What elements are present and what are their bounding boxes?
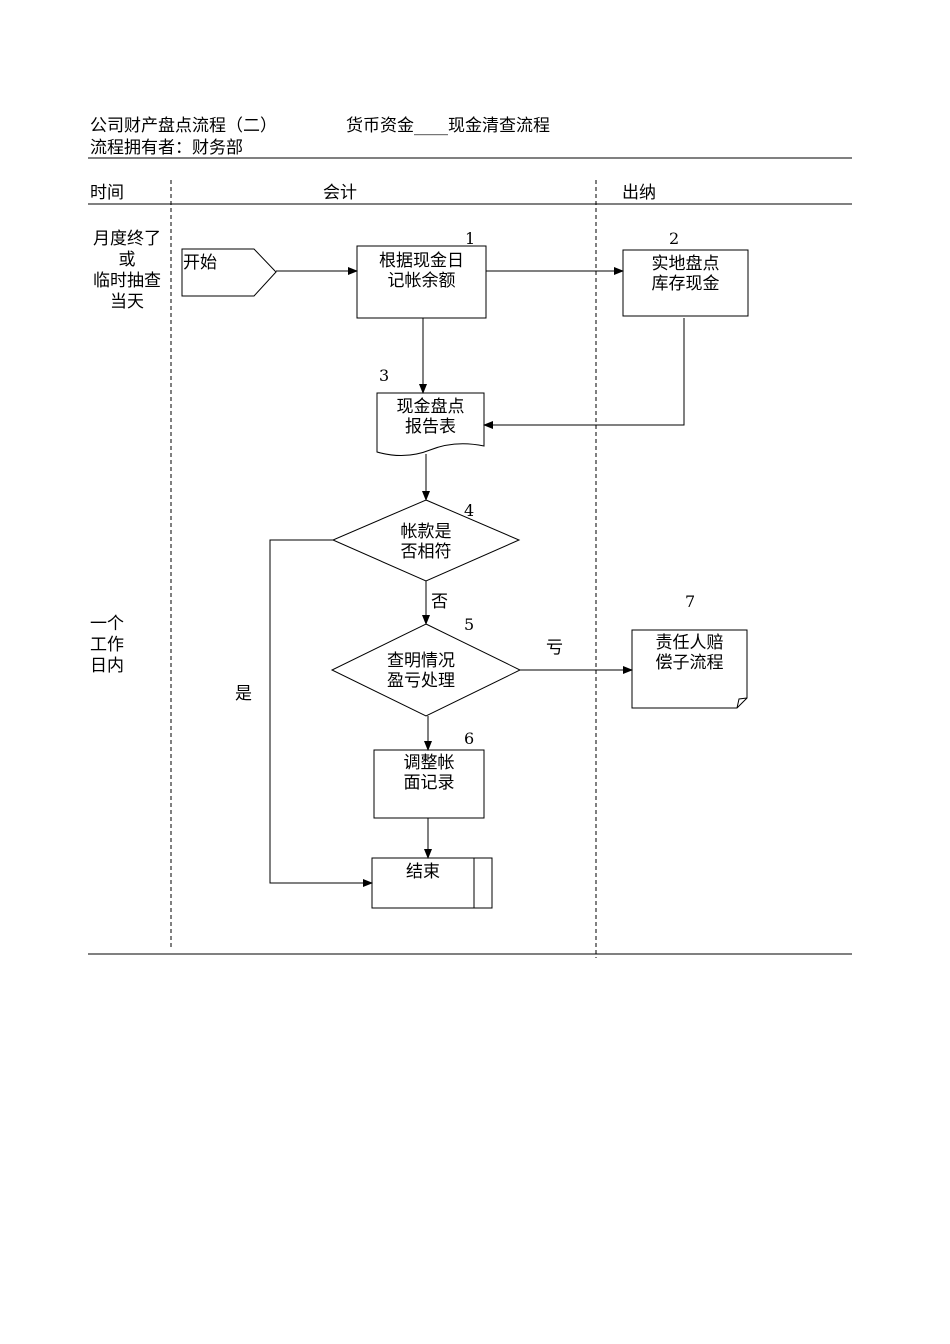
column-header-cashier: 出纳	[622, 183, 656, 203]
node-2-label: 实地盘点 库存现金	[623, 254, 748, 294]
end-shape	[371, 857, 493, 909]
time-label-line: 工作	[90, 635, 124, 655]
node-1-number: 1	[465, 229, 476, 248]
node-2-shape	[622, 249, 749, 317]
column-header-time: 时间	[90, 183, 124, 203]
edge-label-yes: 是	[235, 684, 252, 704]
node-line: 否相符	[400, 542, 452, 562]
node-4-label: 帐款是 否相符	[376, 522, 476, 562]
start-shape	[181, 248, 277, 297]
time-label-line: 月度终了	[93, 229, 161, 249]
node-line: 偿子流程	[655, 653, 724, 673]
node-line: 调整帐	[403, 753, 455, 773]
node-3-number: 3	[379, 366, 390, 385]
node-3-label: 现金盘点 报告表	[377, 397, 484, 437]
time-label-line: 当天	[110, 292, 144, 312]
time-label-line: 一个	[90, 614, 124, 634]
node-line: 库存现金	[651, 274, 720, 294]
node-7-fold	[736, 697, 748, 709]
node-7-label: 责任人赔 偿子流程	[632, 633, 747, 673]
node-line: 现金盘点	[396, 397, 465, 417]
node-line: 查明情况	[387, 651, 455, 671]
time-label-line: 临时抽查	[93, 271, 161, 291]
node-5-number: 5	[464, 615, 475, 634]
node-4-number: 4	[464, 501, 475, 520]
node-6-number: 6	[464, 729, 475, 748]
node-line: 盈亏处理	[387, 671, 455, 691]
node-2-number: 2	[669, 229, 680, 248]
node-line: 实地盘点	[651, 254, 720, 274]
node-line: 报告表	[405, 417, 456, 437]
time-label-line: 或	[118, 250, 136, 270]
node-line: 根据现金日	[379, 251, 464, 271]
node-5-label: 查明情况 盈亏处理	[371, 651, 471, 691]
start-label: 开始	[183, 253, 217, 273]
node-line: 帐款是	[400, 522, 452, 542]
node-1-label: 根据现金日 记帐余额	[357, 251, 486, 291]
node-line: 面记录	[403, 773, 455, 793]
edge-label-no: 否	[431, 592, 448, 612]
chart-title: 公司财产盘点流程（二）	[90, 116, 277, 136]
chart-subtitle: 货币资金____现金清查流程	[346, 116, 550, 136]
column-header-accounting: 会计	[323, 183, 357, 203]
node-line: 责任人赔	[655, 633, 724, 653]
end-label: 结束	[406, 862, 440, 882]
time-label-line: 日内	[90, 656, 124, 676]
edge-label-loss: 亏	[546, 638, 563, 658]
time-label-period2: 一个 工作 日内	[90, 614, 124, 677]
time-label-period1: 月度终了 或 临时抽查 当天	[82, 229, 172, 313]
node-3-shape	[376, 392, 485, 456]
node-line: 记帐余额	[387, 271, 456, 291]
node-1-shape	[356, 245, 487, 319]
node-6-shape	[373, 749, 485, 819]
node-6-label: 调整帐 面记录	[374, 753, 484, 793]
node-7-shape	[631, 629, 748, 709]
process-owner: 流程拥有者：财务部	[90, 138, 243, 158]
edge-4-to-end	[269, 539, 373, 887]
edge-2-to-3	[483, 318, 685, 429]
node-5-shape	[330, 623, 522, 717]
node-7-number: 7	[685, 592, 696, 611]
